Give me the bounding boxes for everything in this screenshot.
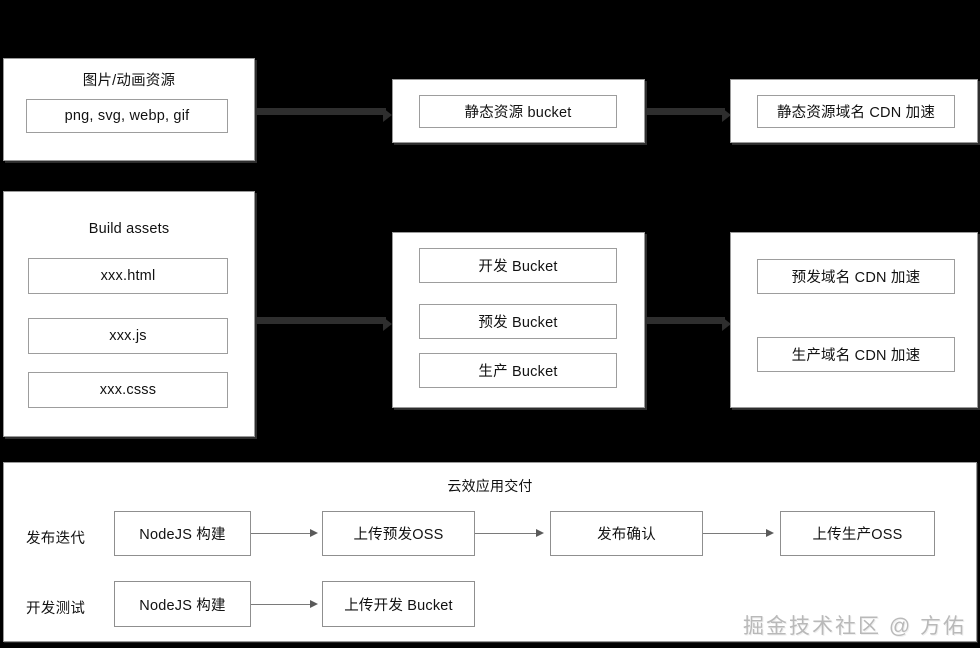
production-cdn-domain[interactable]: 生产域名 CDN 加速 <box>757 337 955 372</box>
card-static-bucket: 静态资源 bucket <box>392 79 645 143</box>
connector-env-buckets-to-cdn <box>640 317 725 324</box>
card-environment-cdn: 预发域名 CDN 加速 生产域名 CDN 加速 <box>730 232 978 408</box>
pipeline-arrow-release-2-head <box>536 529 544 537</box>
connector-images-to-static-bucket <box>248 108 386 115</box>
watermark-text: 掘金技术社区 @ 方佑 <box>743 615 966 638</box>
connector-build-to-env-buckets <box>248 317 386 324</box>
pipeline-arrow-release-1-head <box>310 529 318 537</box>
pipeline-step-release-nodejs-build[interactable]: NodeJS 构建 <box>114 511 251 556</box>
connector-env-buckets-to-cdn-arrow <box>722 317 731 331</box>
pipeline-row-label-release: 发布迭代 <box>26 531 86 547</box>
production-bucket[interactable]: 生产 Bucket <box>419 353 617 388</box>
dev-bucket[interactable]: 开发 Bucket <box>419 248 617 283</box>
pipeline-arrow-release-1 <box>251 533 311 534</box>
connector-static-bucket-to-cdn <box>640 108 725 115</box>
pipeline-step-devtest-nodejs-build[interactable]: NodeJS 构建 <box>114 581 251 627</box>
staging-bucket[interactable]: 预发 Bucket <box>419 304 617 339</box>
pipeline-arrow-release-2 <box>475 533 537 534</box>
card-image-assets-title: 图片/动画资源 <box>82 73 176 89</box>
staging-cdn-domain[interactable]: 预发域名 CDN 加速 <box>757 259 955 294</box>
pipeline-title: 云效应用交付 <box>447 478 533 494</box>
pipeline-arrow-release-3 <box>703 533 767 534</box>
connector-images-to-static-bucket-arrow <box>383 108 392 122</box>
pipeline-row-label-devtest: 开发测试 <box>26 601 86 617</box>
build-asset-css[interactable]: xxx.csss <box>28 372 228 408</box>
pipeline-step-upload-production-oss[interactable]: 上传生产OSS <box>780 511 935 556</box>
connector-build-to-env-buckets-arrow <box>383 317 392 331</box>
card-build-assets-title: Build assets <box>88 221 170 237</box>
pipeline-step-upload-staging-oss[interactable]: 上传预发OSS <box>322 511 475 556</box>
static-resource-bucket[interactable]: 静态资源 bucket <box>419 95 617 128</box>
image-assets-formats[interactable]: png, svg, webp, gif <box>26 99 228 133</box>
pipeline-arrow-release-3-head <box>766 529 774 537</box>
pipeline-arrow-devtest-1-head <box>310 600 318 608</box>
card-environment-buckets: 开发 Bucket 预发 Bucket 生产 Bucket <box>392 232 645 408</box>
card-build-assets: Build assets xxx.html xxx.js xxx.csss <box>3 191 255 437</box>
build-asset-html[interactable]: xxx.html <box>28 258 228 294</box>
pipeline-arrow-devtest-1 <box>251 604 311 605</box>
card-image-assets: 图片/动画资源 png, svg, webp, gif <box>3 58 255 161</box>
panel-yunxiao-delivery: 云效应用交付 发布迭代 NodeJS 构建 上传预发OSS 发布确认 上传生产O… <box>3 462 977 642</box>
connector-static-bucket-to-cdn-arrow <box>722 108 731 122</box>
card-static-cdn: 静态资源域名 CDN 加速 <box>730 79 978 143</box>
build-asset-js[interactable]: xxx.js <box>28 318 228 354</box>
pipeline-step-upload-dev-bucket[interactable]: 上传开发 Bucket <box>322 581 475 627</box>
pipeline-step-release-confirm[interactable]: 发布确认 <box>550 511 703 556</box>
static-resource-cdn-domain[interactable]: 静态资源域名 CDN 加速 <box>757 95 955 128</box>
